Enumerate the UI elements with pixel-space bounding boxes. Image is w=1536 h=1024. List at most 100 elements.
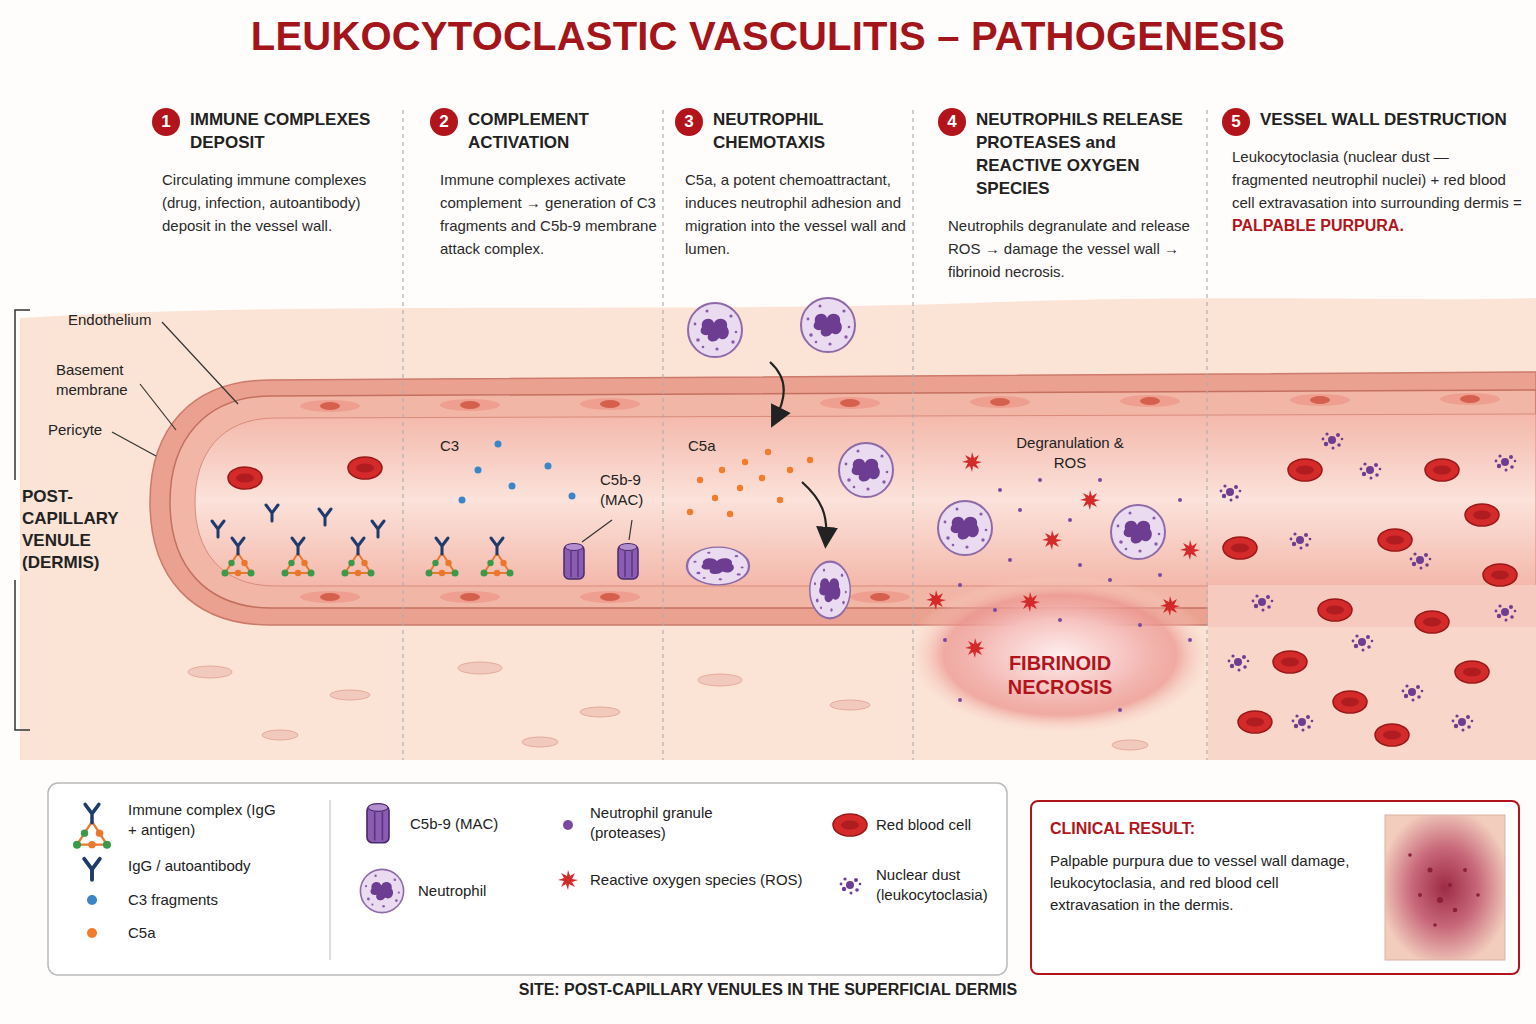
illustration-part: [372, 521, 384, 537]
text-slot: Neutrophil: [418, 881, 548, 901]
illustration-part: [1018, 508, 1022, 512]
text-slot: Pericyte: [48, 420, 118, 440]
illustration-part: [1310, 396, 1330, 404]
text-slot: Endothelium: [68, 310, 168, 330]
part-label: Basement membrane: [56, 360, 138, 400]
step-body: Immune complexes activate complement → g…: [440, 168, 658, 260]
step-number: 1: [152, 108, 180, 136]
illustration-part: [698, 674, 742, 686]
illustration-part: [1068, 518, 1072, 522]
leader-lines: [112, 322, 632, 542]
illustration-part: [1080, 490, 1100, 510]
illustration-part: [662, 110, 663, 760]
illustration-part: [697, 477, 703, 483]
dermis-tissue: [20, 298, 1536, 760]
text-slot: Degranulation & ROS: [1012, 433, 1128, 473]
illustration-part: [1140, 397, 1160, 405]
illustration-part: [1322, 432, 1344, 449]
legend-text: C5b-9 (MAC): [410, 814, 540, 834]
step-heading: COMPLEMENT ACTIVATION: [468, 108, 658, 154]
clinical-heading: CLINICAL RESULT:: [1050, 818, 1380, 840]
extravasation-zone: [1208, 627, 1536, 760]
illustration-part: [600, 400, 620, 408]
illustration-part: [1118, 708, 1122, 712]
legend-text: C5a: [128, 923, 318, 943]
illustration-part: [1476, 893, 1480, 897]
step5-illustration: [1220, 432, 1517, 746]
illustration-part: [777, 497, 783, 503]
illustration-part: [958, 583, 962, 587]
illustration-part: [926, 590, 946, 610]
step-number-circle: 4: [938, 108, 966, 136]
illustration-part: [810, 562, 851, 619]
step4-illustration: [926, 452, 1200, 712]
illustration-part: [1252, 594, 1274, 611]
illustration-part: [1433, 923, 1437, 927]
illustration-part: [320, 402, 340, 410]
illustration-part: [266, 505, 278, 521]
illustration-part: [320, 593, 340, 601]
illustration-part: [1188, 638, 1192, 642]
molecule-label: C5a: [688, 436, 738, 456]
step-panel: 3NEUTROPHIL CHEMOTAXISC5a, a potent chem…: [675, 108, 907, 260]
illustration-part: [1042, 530, 1062, 550]
step-panel: 2 COMPLEMENT ACTIVATION Immune complexes a…: [430, 108, 658, 260]
illustration-part: [1238, 711, 1272, 733]
illustration-part: [787, 467, 793, 473]
step-emphasis: PALPABLE PURPURA.: [1232, 214, 1522, 237]
illustration-part: [84, 859, 100, 880]
illustration-part: [162, 322, 238, 404]
legend-text: Nuclear dust (leukocytoclasia): [876, 865, 1001, 905]
text-slot: C3: [440, 436, 480, 456]
illustration-part: [1290, 532, 1312, 549]
step-number-circle: 2: [430, 108, 458, 136]
purpura-spots: [1408, 853, 1480, 927]
illustration-part: [962, 452, 982, 472]
illustration-part: [1440, 393, 1500, 405]
illustration-part: [1160, 596, 1180, 616]
illustration-part: [970, 396, 1030, 408]
illustration-part: [1465, 504, 1499, 526]
illustration-part: [833, 814, 867, 836]
illustration-part: [600, 593, 620, 601]
illustration-part: [943, 478, 1192, 712]
illustration-part: [1415, 611, 1449, 633]
legend-symbols: [73, 804, 867, 913]
endothelial-cells: [300, 393, 1500, 603]
illustration-part: [687, 509, 693, 515]
illustration-part: [958, 698, 962, 702]
illustration-part: [545, 463, 552, 470]
illustration-part: [687, 547, 749, 585]
legend-text: Reactive oxygen species (ROS): [590, 870, 820, 890]
illustration-part: [840, 877, 862, 894]
illustration-part: [1495, 454, 1517, 471]
illustration-part: [1008, 558, 1012, 562]
illustration-part: [850, 591, 910, 603]
illustration-part: [770, 362, 784, 420]
step-number-circle: 3: [675, 108, 703, 136]
illustration-part: [564, 544, 584, 580]
illustration-part: [820, 397, 880, 409]
legend-text: C3 fragments: [128, 890, 318, 910]
illustration-part: [319, 509, 331, 525]
legend-swatch: [87, 895, 97, 905]
illustration-part: [840, 399, 860, 407]
lesion-label: FIBRINOID NECROSIS: [975, 651, 1145, 699]
illustration-part: [1180, 540, 1200, 560]
illustration-part: [1352, 634, 1374, 651]
illustration-part: [348, 457, 382, 479]
illustration-part: [830, 700, 870, 710]
step-body: Leukocytoclasia (nuclear dust — fragment…: [1232, 145, 1522, 214]
illustration-part: [1288, 459, 1322, 481]
text-slot: Red blood cell: [876, 815, 1001, 835]
illustration-part: [112, 432, 156, 456]
illustration-part: [73, 804, 111, 848]
illustration-part: [522, 737, 558, 747]
text-slot: POST-CAPILLARY VENULE (DERMIS): [22, 486, 147, 574]
illustration-part: [1318, 599, 1352, 621]
illustration-part: [1223, 537, 1257, 559]
text-slot: IgG / autoantibody: [128, 856, 318, 876]
illustration-part: [1402, 684, 1424, 701]
illustration-part: [1020, 592, 1040, 612]
